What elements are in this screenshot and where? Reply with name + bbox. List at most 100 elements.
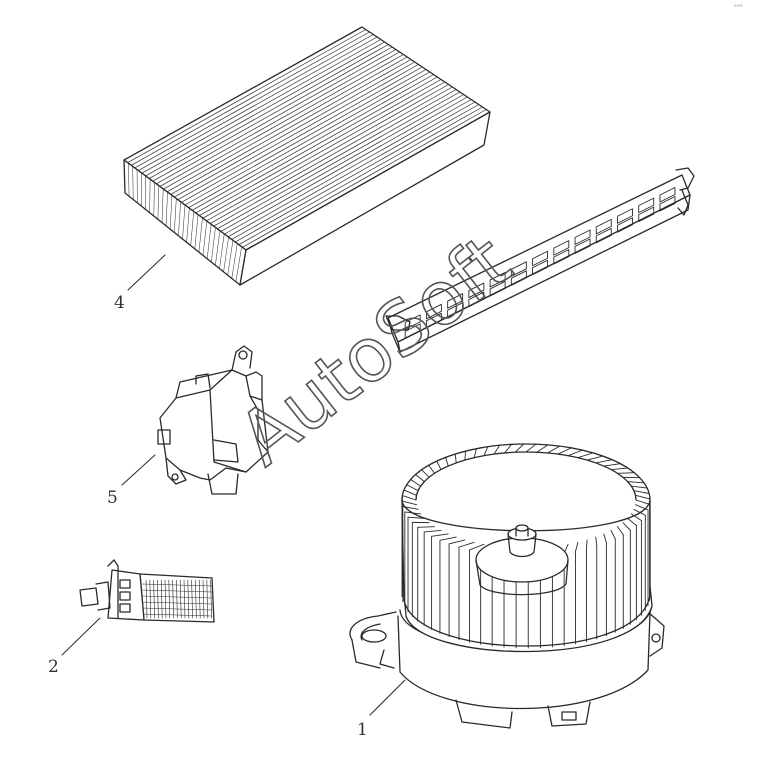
fan-blade-top [595,536,598,547]
filter-pleat [227,99,472,238]
callout-label-1: 1 [357,720,368,740]
grille-slot [468,291,485,308]
grille-slot [425,312,442,329]
filter-pleat [234,104,480,243]
grille-slot [553,249,570,265]
grille-slot [532,259,549,276]
sensor-hatch-line [179,579,182,619]
grille-slot [659,187,676,203]
filter-side-pleat [235,246,242,282]
filter-side-pleat [165,191,168,227]
callout-label-2: 2 [48,657,59,677]
filter-side-pleat [223,236,229,273]
grille-slot [404,314,421,330]
filter-side-pleat [190,211,194,246]
fan-blade-top [458,541,475,548]
filter-side-pleat [157,185,160,220]
filter-side-pleat [149,179,151,213]
fan-blade-top [514,443,525,453]
filter-pleat [231,101,476,240]
sensor-hatch-line [157,579,159,619]
filter-pleat [127,29,367,163]
fan-blade-top [473,448,477,459]
sensor-hatch-line [183,579,186,619]
filter-side-pleat [219,233,225,269]
fan-blade-top [445,456,449,467]
filter-pleat [238,106,483,246]
leader-line-1 [369,679,406,716]
blower-motor [349,443,665,729]
fan-blade-top [617,526,624,536]
filter-pleat [242,109,487,248]
fan-blade-top [610,467,629,470]
filter-side-pleat [194,214,199,250]
grille-slot [595,218,612,235]
filter-pleat [220,94,464,232]
fan-blade-top [575,541,579,552]
filter-side-pleat [169,195,173,230]
grille-slot [489,280,506,297]
fan-blade-top [401,495,417,501]
filter-pleat [130,31,370,166]
grille-slot [404,323,421,339]
filter-pleat [224,96,468,235]
filter-pleat [195,76,438,214]
sensor-hatch-line [149,579,152,619]
filter-side-pleat [182,204,186,240]
filter-side-pleat [231,243,238,279]
fan-blade-top [525,443,537,453]
sensor-hatch-line [172,579,174,619]
fan-blade-top [493,444,501,455]
sensor-hatch-line [141,613,213,617]
fan-blade-top [428,464,435,474]
sensor-hatch-line [187,579,190,619]
fan-blade-top [627,517,637,526]
filter-side-pleat [206,224,212,259]
fan-blade-top [401,500,417,506]
fan-blade-top [439,536,457,541]
filter-pleat [181,66,423,203]
grille-slot [638,197,655,214]
filter-side-pleat [178,201,181,236]
fan-blade-top [431,533,449,537]
fan-blade-top [577,452,594,459]
grille-slot [447,302,464,318]
filter-side-pleat [198,217,203,253]
sensor-hatch-line [202,579,205,619]
filter-side-pleat [227,240,234,276]
sensor-hatch-line [168,579,171,619]
actuator [157,345,269,495]
filter-pleat [206,84,449,222]
grille-slot [553,240,570,256]
grille-slot [532,250,549,267]
fan-blade-top [454,453,457,464]
sensor-hatch-line [145,579,148,619]
filter-side-pleat [132,166,134,200]
fan-blade-top [630,513,642,521]
filter-pleat [155,49,397,185]
filter-pleat [166,56,408,193]
fan-blade-top [595,459,613,464]
filter-side-pleat [215,230,221,266]
filter-pleat [152,46,393,182]
fan-blade-top [610,530,616,540]
filter-pleat [173,61,416,198]
fan-blade-top [448,539,466,545]
fan-blade-top [633,508,646,516]
fan-blade-top [421,469,430,478]
grille-slot [447,293,464,309]
fan-blade-top [567,449,583,457]
sensor-hatch-line [176,579,178,619]
sensor-hatch-line [141,601,213,605]
fan-blade-top [585,539,588,550]
air-door-grille [385,167,695,353]
filter-side-pleat [211,227,216,263]
grille-slot [638,206,655,223]
filter-pleat [145,41,385,177]
grille-slot [510,270,527,286]
sensor-hatch-line [198,579,201,619]
filter-pleat [134,34,374,169]
sensor-hatch-line [141,607,213,611]
filter-side-pleat [128,162,130,197]
